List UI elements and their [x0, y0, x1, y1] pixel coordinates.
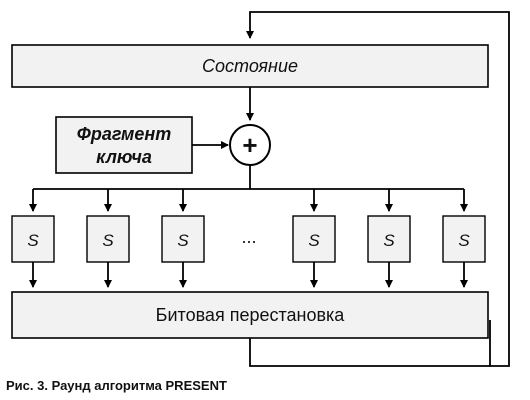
- sbox-6-label: S: [458, 231, 470, 250]
- state-label: Состояние: [202, 56, 298, 76]
- bit-permutation-label: Битовая перестановка: [156, 305, 346, 325]
- sbox-5-label: S: [383, 231, 395, 250]
- sbox-3-label: S: [177, 231, 189, 250]
- sbox-5: [367, 215, 411, 263]
- sbox-3: [161, 215, 205, 263]
- sbox-4-label: S: [308, 231, 320, 250]
- key-label-line2: ключа: [96, 147, 152, 167]
- loop-return: [246, 11, 510, 367]
- sbox-2: [86, 215, 130, 263]
- sbox-6: [442, 215, 486, 263]
- sbox-group: S S S S S S ...: [11, 189, 486, 288]
- key-label-line1: Фрагмент: [77, 124, 171, 144]
- sbox-ellipsis: ...: [241, 227, 256, 247]
- xor-symbol: +: [242, 130, 257, 160]
- sbox-1-label: S: [27, 231, 39, 250]
- figure-caption: Рис. 3. Раунд алгоритма PRESENT: [6, 378, 227, 393]
- sbox-2-label: S: [102, 231, 114, 250]
- permutation-loop-out: [249, 338, 490, 367]
- sbox-4: [292, 215, 336, 263]
- bit-permutation-box: [11, 291, 489, 339]
- sbox-1: [11, 215, 55, 263]
- key-fragment-box: [55, 116, 193, 174]
